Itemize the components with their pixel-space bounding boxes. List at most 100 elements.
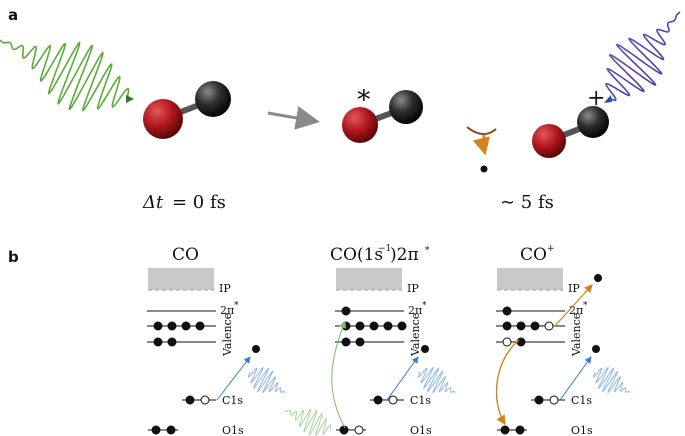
valence-label: Valence: [409, 313, 422, 357]
oxygen-atom: [342, 107, 378, 143]
c1s-excitation-arrow-2: [386, 356, 419, 401]
probe-pulse-icon-3: [593, 366, 631, 394]
electron-icon: [500, 425, 510, 435]
hole-icon: [544, 321, 554, 331]
electron-icon: [195, 321, 205, 331]
ionization-continuum-band: [497, 268, 563, 290]
blue-pulse-icon: [604, 11, 681, 103]
two-pi-label: 2π: [220, 304, 234, 317]
c1s-excitation-arrow: [216, 356, 251, 401]
column-title-co-ion: CO +: [520, 244, 555, 265]
ip-label: IP: [407, 282, 419, 295]
electron-icon: [339, 425, 349, 435]
electron-icon: [181, 321, 191, 331]
ionization-continuum-band: [336, 268, 402, 290]
carbon-atom: [195, 81, 231, 117]
electron-icon: [502, 321, 512, 331]
panel-b-letter: b: [8, 248, 19, 266]
title-co-super: +: [547, 244, 555, 254]
two-pi-label: 2π: [408, 304, 422, 317]
column-title-co: CO: [172, 245, 199, 265]
electron-icon: [153, 337, 163, 347]
hole-icon: [388, 395, 398, 405]
c1s-label: C1s: [410, 394, 431, 407]
electron-icon: [397, 321, 407, 331]
o1s-resonant-arrow: [331, 321, 346, 429]
title-co: CO: [520, 245, 547, 265]
electron-icon: [151, 425, 161, 435]
electron-icon: [530, 321, 540, 331]
hole-icon: [200, 395, 210, 405]
pump-pulse-icon: [284, 408, 332, 436]
ion-marker: +: [587, 86, 605, 111]
transition-arrow: [267, 106, 320, 130]
co-ion-molecule-icon: [532, 106, 609, 158]
auger-emission-arrow: [553, 284, 593, 328]
electron-icon: [185, 395, 195, 405]
electron-icon: [355, 321, 365, 331]
electron-icon: [341, 337, 351, 347]
time-label-end: ∼ 5 fs: [500, 192, 554, 213]
ionization-continuum-band: [148, 268, 214, 290]
photoelectron-icon: [421, 345, 429, 353]
ip-label: IP: [568, 282, 580, 295]
probe-pulse-icon-2: [418, 366, 456, 394]
co-molecule-excited-icon: [342, 90, 423, 143]
electron-icon: [166, 425, 176, 435]
excited-marker: ∗: [355, 80, 373, 110]
column-title-core-excited: CO(1s −1 )2π ∗: [330, 244, 430, 265]
two-pi-super: *: [234, 301, 239, 311]
electron-icon: [534, 395, 544, 405]
c1s-excitation-arrow-3: [559, 356, 592, 401]
co-molecule-icon: [143, 81, 231, 139]
hole-icon: [549, 395, 559, 405]
title-part-1-super: −1: [378, 244, 391, 254]
photoelectron-icon: [592, 345, 600, 353]
electron-icon: [373, 395, 383, 405]
auger-electron-icon: [594, 274, 602, 282]
two-pi-super: *: [422, 301, 427, 311]
delta-t-value: = 0 fs: [172, 192, 226, 213]
valence-label: Valence: [570, 313, 583, 357]
green-pulse-icon: [0, 39, 134, 112]
electron-icon: [516, 321, 526, 331]
delta-t-symbol: Δt: [142, 192, 164, 213]
photoelectron-icon: [252, 345, 260, 353]
electron-icon: [167, 337, 177, 347]
hole-icon: [354, 425, 364, 435]
auger-decay-arrow: [495, 339, 520, 426]
oxygen-atom: [143, 99, 183, 139]
electron-icon: [341, 306, 351, 316]
title-part-2: )2π: [390, 245, 419, 265]
electron-icon: [369, 321, 379, 331]
c1s-label: C1s: [571, 394, 592, 407]
electron-icon: [502, 306, 512, 316]
o1s-label: O1s: [571, 424, 593, 436]
electron-icon: [516, 337, 526, 347]
electron-icon: [355, 337, 365, 347]
electron-icon: [153, 321, 163, 331]
electron-icon: [480, 165, 488, 173]
valence-label: Valence: [221, 313, 234, 357]
ip-label: IP: [219, 282, 231, 295]
o1s-label: O1s: [410, 424, 432, 436]
oxygen-atom: [532, 124, 566, 158]
title-part-1: CO(1s: [330, 245, 383, 265]
two-pi-super: *: [583, 301, 588, 311]
time-label-start: Δt = 0 fs: [142, 192, 226, 213]
probe-pulse-icon: [248, 366, 286, 394]
electron-icon: [167, 321, 177, 331]
carbon-atom: [389, 90, 423, 124]
c1s-label: C1s: [222, 394, 243, 407]
hole-icon: [502, 337, 512, 347]
electron-icon: [383, 321, 393, 331]
o1s-label: O1s: [222, 424, 244, 436]
electron-icon: [515, 425, 525, 435]
panel-a-letter: a: [8, 6, 18, 24]
carbon-atom: [577, 106, 609, 138]
title-part-2-super: ∗: [424, 244, 430, 254]
